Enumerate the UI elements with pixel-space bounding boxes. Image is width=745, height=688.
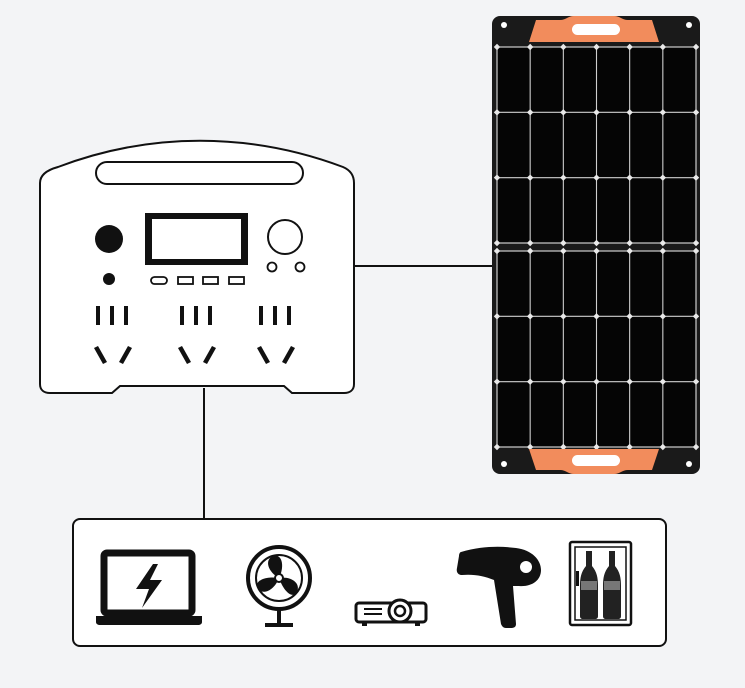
cell-corner: [692, 378, 700, 385]
ac-outlet-icon: [178, 306, 216, 364]
grommet-icon: [501, 461, 507, 467]
hair-dryer-icon: [456, 546, 541, 628]
ac-outlets: [94, 306, 295, 364]
lcd-screen: [152, 219, 241, 259]
cell-corner: [526, 109, 534, 116]
dc-small-port-icon: [294, 261, 306, 273]
cell-corner: [659, 174, 667, 181]
cell-corner: [526, 247, 534, 255]
usb-a-port-icon: [202, 276, 219, 285]
solar-panel: [492, 16, 700, 474]
cell-corner: [692, 313, 700, 320]
cell-corner: [493, 378, 501, 385]
cell-corner: [526, 174, 534, 181]
cell-corner: [692, 43, 700, 51]
cell-corner: [593, 378, 600, 385]
cell-corner: [659, 239, 667, 247]
power-station-body: [39, 139, 355, 394]
indicator-dot-icon: [103, 273, 115, 285]
dc-small-port-icon: [266, 261, 278, 273]
cell-corner: [626, 239, 633, 247]
cell-corner: [626, 247, 633, 255]
cell-corner: [626, 378, 633, 385]
dc-output-port-icon: [267, 219, 303, 255]
mini-fridge-icon: [568, 540, 633, 627]
cell-corner: [493, 174, 501, 181]
grommet-icon: [686, 22, 692, 28]
cell-corner: [626, 43, 633, 51]
cell-corner: [526, 313, 534, 320]
cell-corner: [526, 443, 534, 451]
cell-corner: [526, 43, 534, 51]
cell-corner: [493, 443, 501, 451]
cell-corner: [493, 239, 501, 247]
cell-corner: [560, 174, 567, 181]
cell-corner: [560, 109, 567, 116]
cell-corner: [659, 247, 667, 255]
cell-corner: [626, 443, 633, 451]
cell-corner: [560, 247, 567, 255]
cell-corner: [560, 378, 567, 385]
cell-corner: [560, 313, 567, 320]
usb-a-port-icon: [228, 276, 245, 285]
cell-corner: [659, 109, 667, 116]
ac-outlet-icon: [94, 306, 132, 364]
cell-corner: [526, 239, 534, 247]
cell-corner: [593, 247, 600, 255]
power-button-icon: [95, 225, 123, 253]
cell-corner: [493, 247, 501, 255]
cell-corner: [659, 43, 667, 51]
cell-corner: [493, 43, 501, 51]
cell-corner: [692, 247, 700, 255]
cell-corner: [493, 313, 501, 320]
cell-corner: [659, 313, 667, 320]
bottom-handle-grip: [572, 455, 620, 466]
cell-corner: [560, 239, 567, 247]
desk-fan-icon: [246, 545, 312, 627]
cell-corner: [659, 378, 667, 385]
cell-corner: [493, 109, 501, 116]
cell-corner: [692, 239, 700, 247]
cell-corner: [593, 109, 600, 116]
cell-corner: [526, 378, 534, 385]
cell-corner: [626, 109, 633, 116]
cell-corner: [560, 443, 567, 451]
laptop-charging-icon: [96, 549, 202, 625]
solar-cell-grid: [493, 43, 700, 451]
cell-corner: [659, 443, 667, 451]
cell-corner: [626, 174, 633, 181]
projector-icon: [354, 598, 428, 626]
top-handle-grip: [572, 24, 620, 35]
cell-corner: [593, 443, 600, 451]
ac-outlet-icon: [257, 306, 295, 364]
usb-c-port-icon: [150, 276, 168, 285]
grommet-icon: [686, 461, 692, 467]
power-station: [39, 139, 355, 394]
grommet-icon: [501, 22, 507, 28]
cell-corner: [593, 43, 600, 51]
cell-corner: [692, 174, 700, 181]
cell-corner: [593, 174, 600, 181]
power-station-handle: [95, 161, 304, 185]
cell-corner: [692, 109, 700, 116]
cell-corner: [626, 313, 633, 320]
cell-corner: [593, 239, 600, 247]
usb-a-port-icon: [177, 276, 194, 285]
cell-corner: [593, 313, 600, 320]
cell-corner: [692, 443, 700, 451]
cell-corner: [560, 43, 567, 51]
